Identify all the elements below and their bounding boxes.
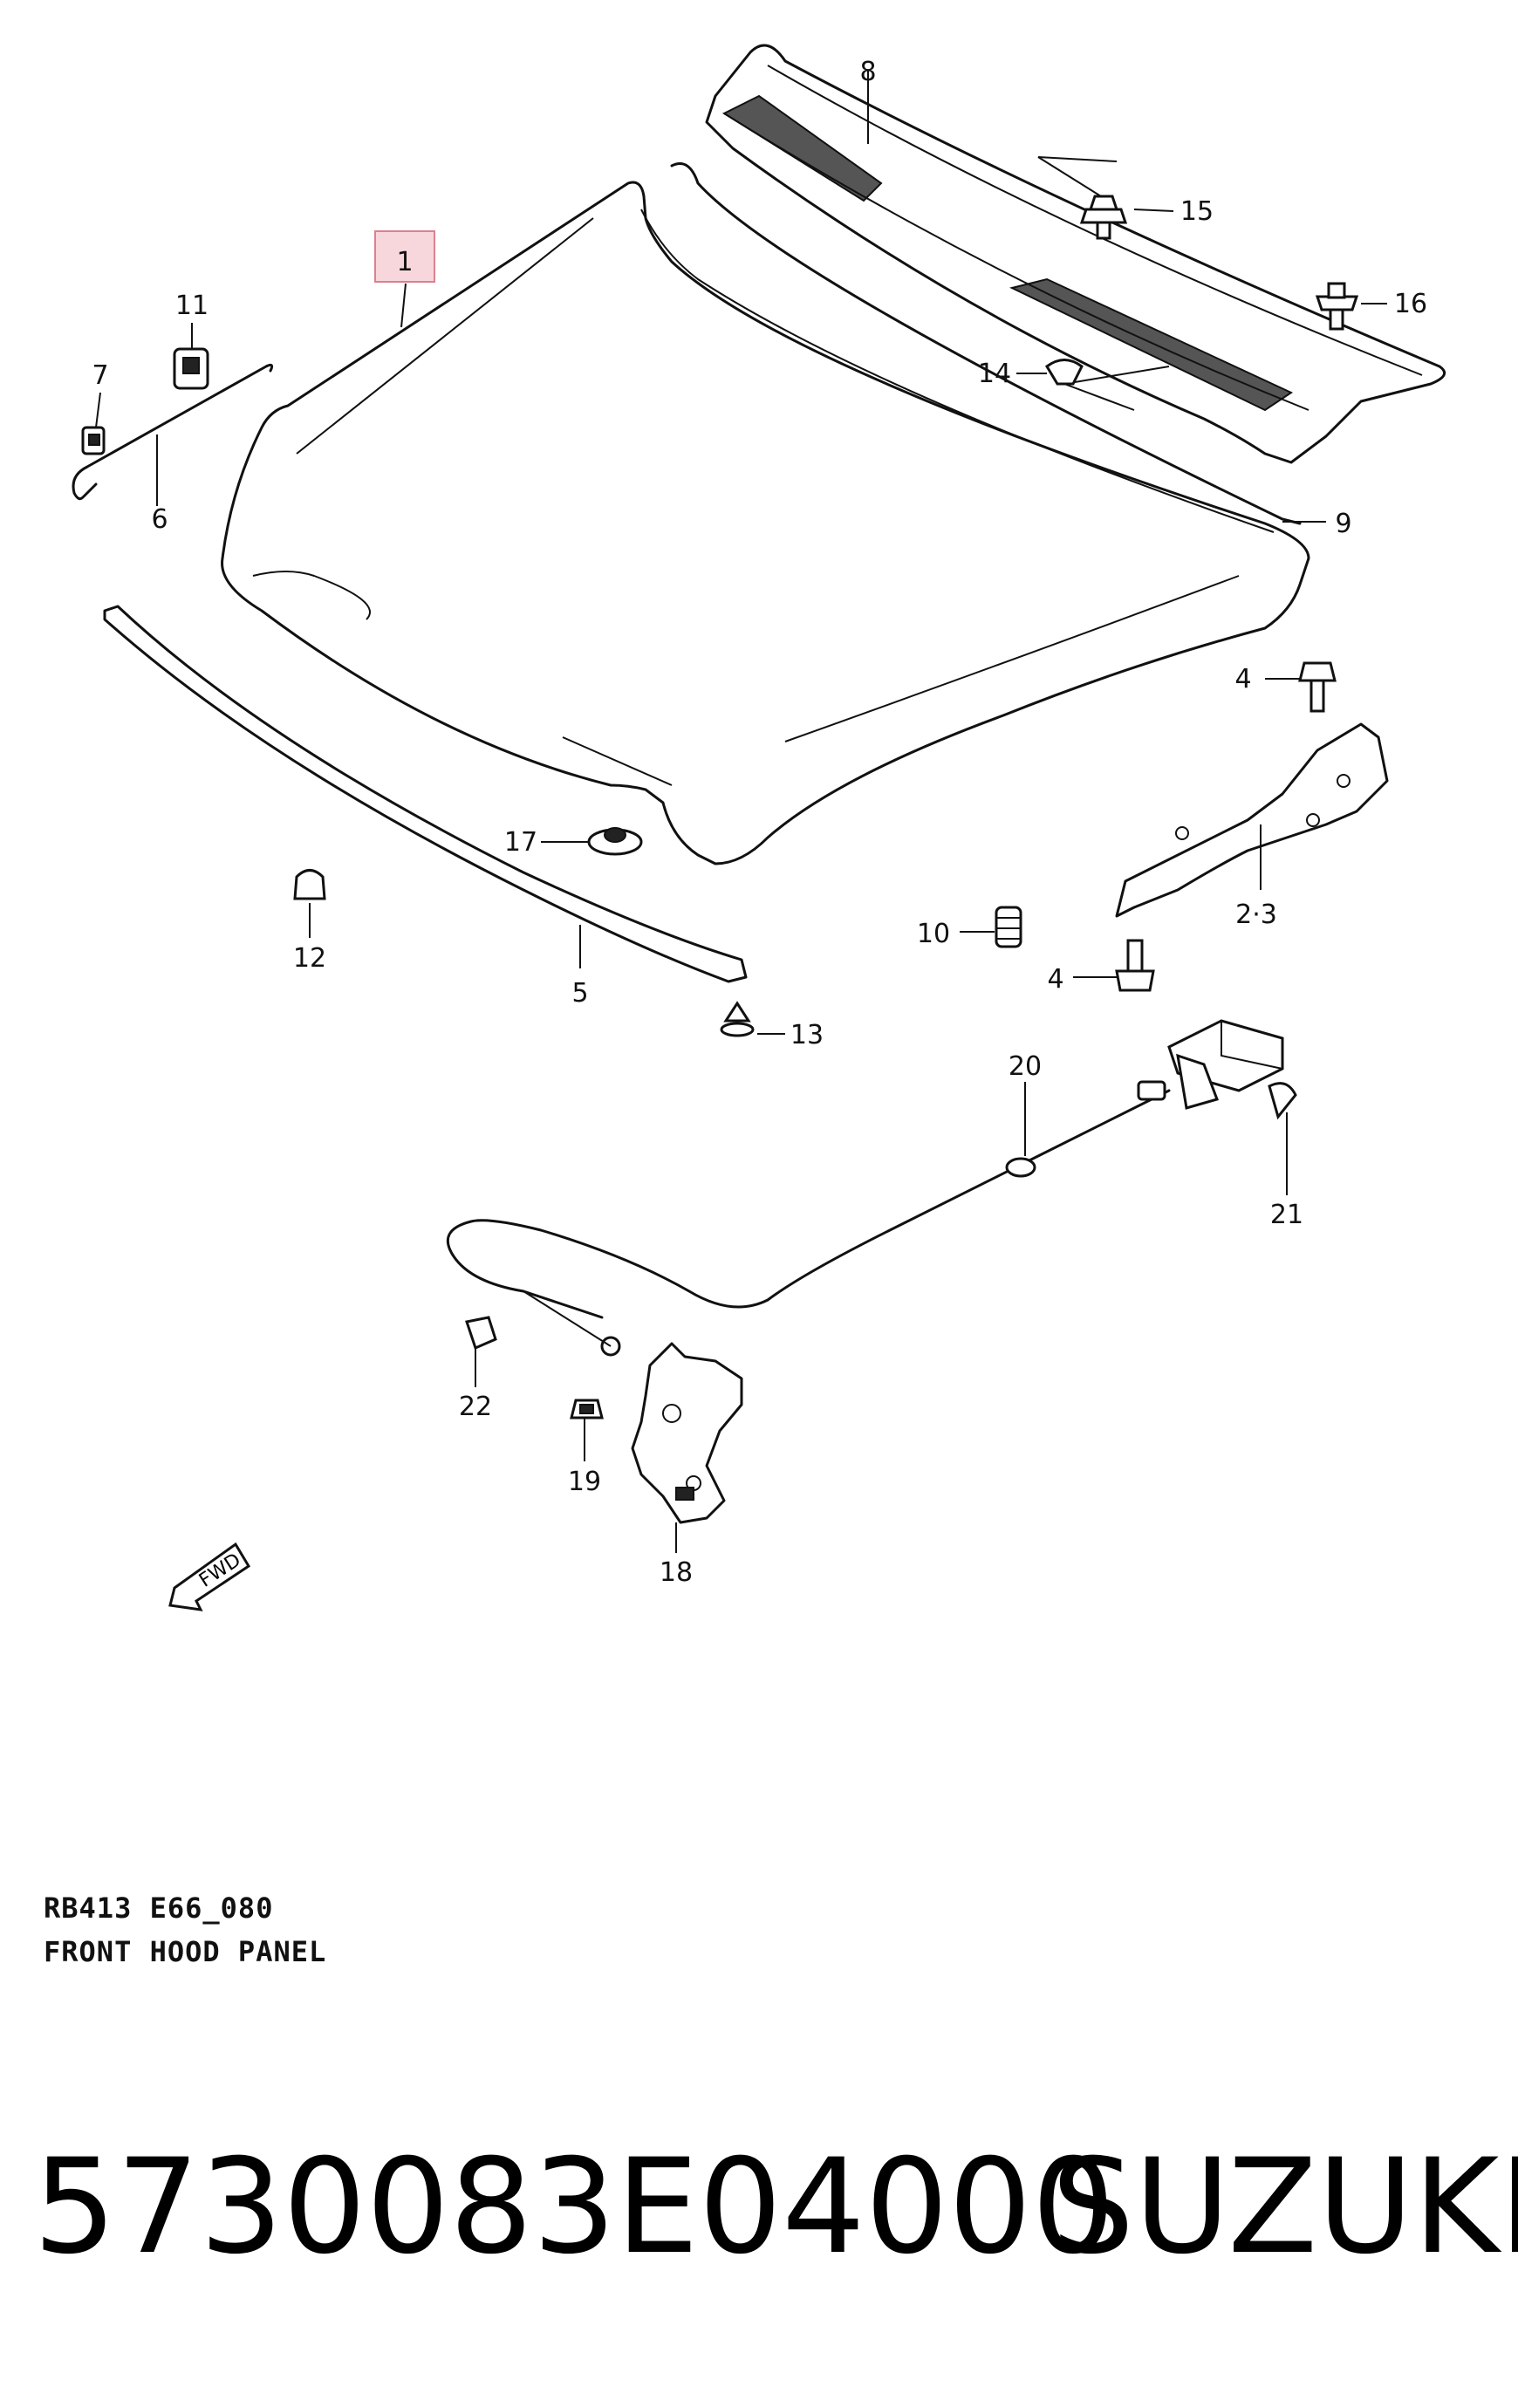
callout-8: 8 (859, 57, 876, 87)
callout-5: 5 (571, 978, 588, 1009)
grommet (587, 827, 643, 856)
cowl-clip-15 (1079, 195, 1128, 240)
callout-9: 9 (1335, 509, 1351, 539)
cowl-clip-14 (1045, 359, 1084, 386)
callout-1: 1 (396, 247, 413, 277)
cowl-panel (705, 44, 1446, 464)
hood-latch (631, 1342, 743, 1524)
callout-15: 15 (1180, 196, 1214, 227)
hood-front-seal (103, 605, 748, 983)
callout-labels: 1 2·3 4 4 5 6 7 8 9 10 11 12 13 14 15 16… (92, 57, 1427, 1588)
release-handle (1167, 1019, 1284, 1110)
callout-17: 17 (504, 827, 537, 858)
cushion (293, 869, 326, 900)
callout-4-lower: 4 (1047, 964, 1063, 995)
callout-4-upper: 4 (1234, 664, 1251, 694)
rod-clip (173, 347, 209, 390)
bolt-lower (1115, 939, 1155, 992)
seal-clip (720, 1001, 755, 1037)
parts-diagram: FWD 1 2·3 4 4 5 6 7 8 9 (72, 44, 1446, 1611)
callout-21: 21 (1270, 1200, 1303, 1230)
cable-clamp-22 (465, 1316, 497, 1351)
callout-18: 18 (660, 1557, 693, 1588)
brand-name: SUZUKI (1051, 2131, 1518, 2283)
callout-6: 6 (151, 504, 168, 535)
callout-7: 7 (92, 360, 108, 391)
cowl-clip-16 (1315, 282, 1359, 331)
callout-22: 22 (459, 1392, 492, 1422)
leader-lines (95, 70, 1387, 1553)
latch-bolt (570, 1399, 604, 1419)
callout-19: 19 (568, 1467, 601, 1497)
cable-clamp (1268, 1082, 1297, 1120)
callout-16: 16 (1394, 289, 1427, 319)
callout-11: 11 (175, 291, 209, 321)
hood-panel (221, 181, 1310, 865)
hood-rear-seal (670, 162, 1302, 525)
diagram-code: RB413 E66_080 (44, 1892, 274, 1925)
callout-10: 10 (917, 919, 950, 949)
callout-12: 12 (293, 943, 326, 974)
diagram-name: FRONT HOOD PANEL (44, 1935, 327, 1968)
callout-13: 13 (790, 1020, 824, 1050)
hood-bumper (995, 906, 1022, 948)
callout-2-3: 2·3 (1235, 900, 1277, 930)
hood-hinge (1115, 722, 1389, 918)
highlight-box (374, 230, 435, 283)
release-cable (446, 1080, 1171, 1357)
bolt-upper (1298, 661, 1337, 713)
hood-support-rod (72, 363, 274, 501)
rod-holder (81, 426, 106, 455)
callout-20: 20 (1009, 1051, 1042, 1082)
part-number: 5730083E04000 (33, 2131, 1115, 2283)
fwd-arrow: FWD (168, 1542, 251, 1611)
callout-14: 14 (978, 359, 1011, 389)
